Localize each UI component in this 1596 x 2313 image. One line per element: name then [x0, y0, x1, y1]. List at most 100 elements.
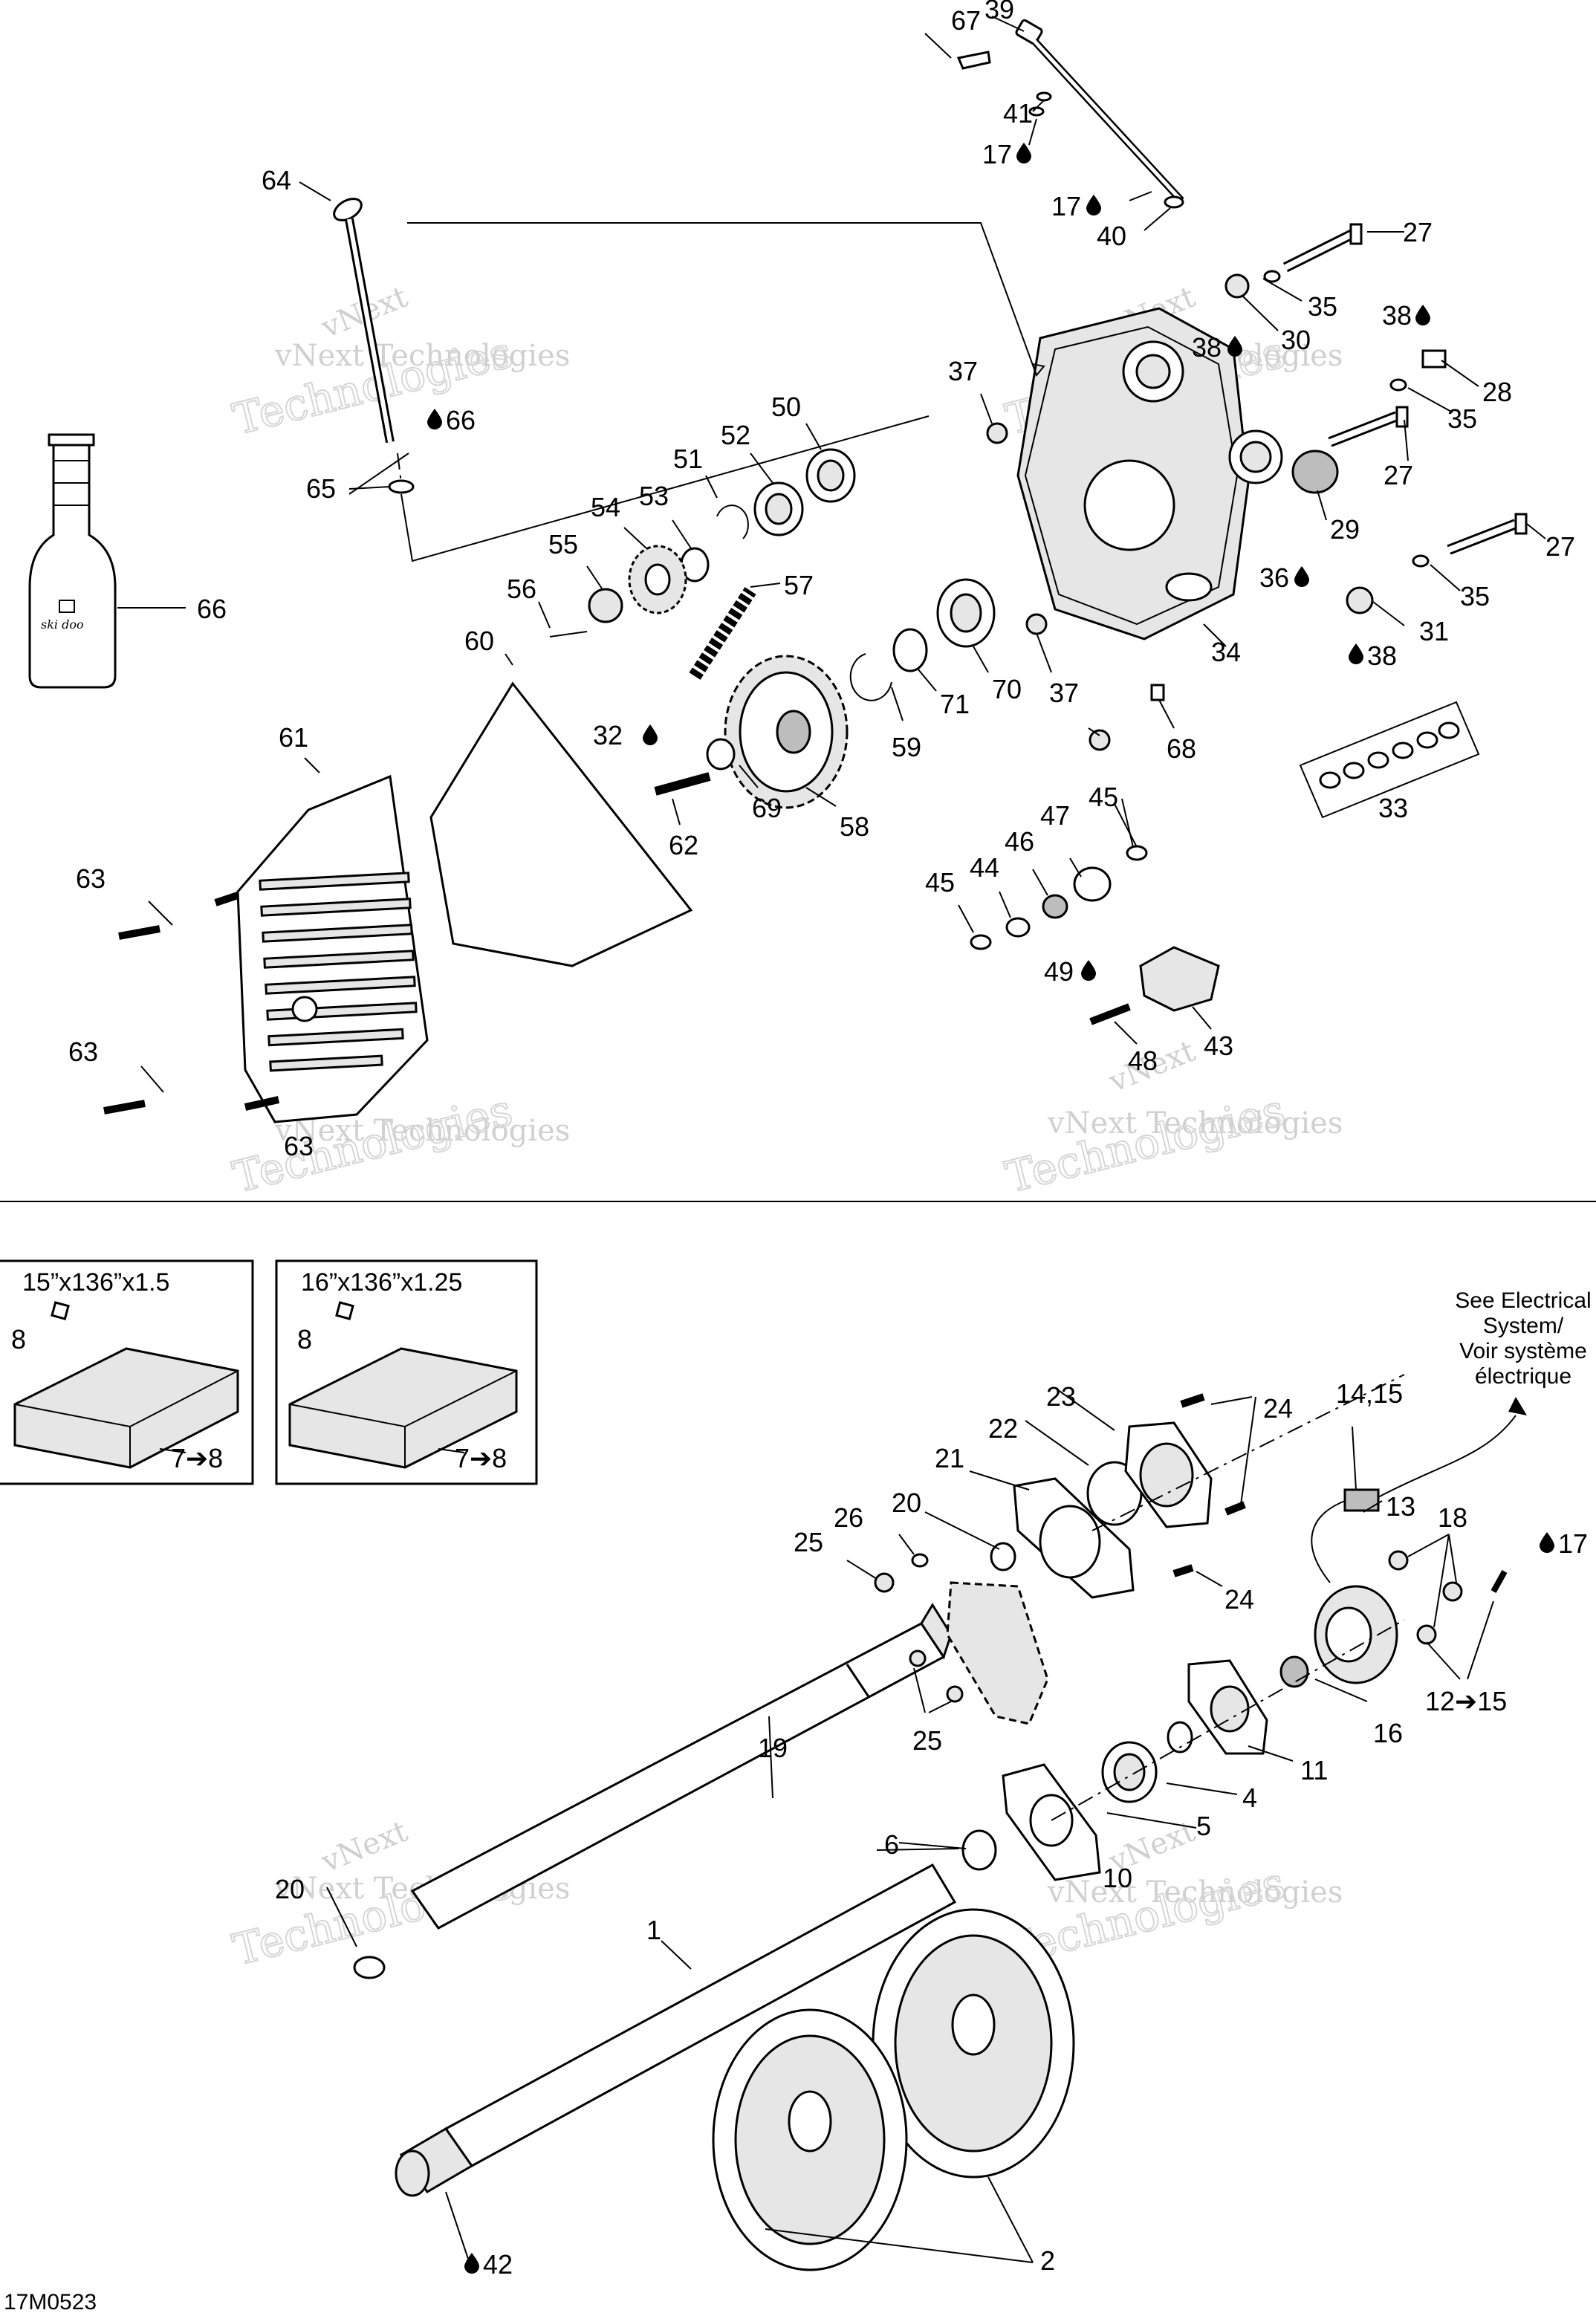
bolt-part	[244, 1096, 280, 1111]
callout-65: 65	[306, 473, 336, 504]
callout-28: 28	[1482, 377, 1512, 407]
callout-11: 11	[1300, 1755, 1328, 1785]
callout-35: 35	[1447, 403, 1477, 434]
nut-part	[588, 588, 623, 623]
callout-57: 57	[784, 570, 814, 600]
callout-17: 17	[982, 139, 1012, 169]
driven-sprocket-part	[724, 655, 849, 809]
bearing-housing-bore	[1039, 1505, 1101, 1579]
callout-24: 24	[1263, 1393, 1293, 1424]
callout-71: 71	[940, 689, 970, 719]
sensor-wire	[1311, 1500, 1346, 1583]
nut-part	[1416, 1624, 1437, 1645]
bearing-plate-bore	[1139, 1442, 1194, 1508]
bolt-part	[1180, 1393, 1205, 1408]
callout-59: 59	[892, 732, 921, 762]
callout-54: 54	[591, 492, 620, 522]
washer-part	[911, 1553, 929, 1568]
callout-22: 22	[988, 1413, 1018, 1444]
watermark-text: vNext Technologies	[1047, 1875, 1343, 1910]
nut-part	[909, 1649, 927, 1667]
callout-49: 49	[1044, 956, 1074, 987]
cotter-pin-part	[549, 631, 588, 638]
callout-34: 34	[1211, 637, 1241, 667]
oil-drop-icon	[1016, 143, 1031, 163]
bolt-part	[1089, 1003, 1131, 1025]
watermark-text: vNext	[317, 1814, 412, 1880]
callout-64: 64	[262, 165, 291, 195]
washer-part	[961, 1829, 997, 1871]
bolt-part	[1328, 406, 1409, 447]
callout-20: 20	[275, 1874, 305, 1904]
roller-part	[1073, 866, 1112, 902]
callout-8: 8	[297, 1324, 312, 1355]
callout-45: 45	[1089, 782, 1118, 812]
leader-lines	[326, 1387, 1494, 2263]
drive-shaft-part	[410, 1603, 953, 1930]
seal-part	[1167, 1721, 1193, 1754]
callout-56: 56	[507, 574, 536, 604]
shims-part	[1299, 701, 1480, 819]
callout-25: 25	[912, 1725, 942, 1756]
oil-drop-icon	[427, 409, 442, 429]
callout-7-8: 7➔8	[171, 1443, 223, 1473]
callout-13: 13	[1386, 1491, 1415, 1522]
bolt-part	[214, 892, 239, 906]
bolt-part	[1282, 223, 1363, 273]
o-ring-part	[990, 1542, 1016, 1571]
washer-part	[1263, 270, 1281, 283]
electrical-note-line: System/	[1483, 1314, 1564, 1338]
nut-part	[986, 422, 1008, 444]
electrical-note-line: See Electrical	[1455, 1288, 1591, 1313]
callout-51: 51	[673, 444, 703, 474]
axle-part	[395, 1863, 957, 2197]
circlip-part	[849, 653, 892, 701]
callout-26: 26	[834, 1502, 863, 1533]
bolt-part	[1447, 513, 1528, 555]
callout-33: 33	[1378, 793, 1408, 823]
callout-31: 31	[1419, 616, 1449, 646]
callout-labels: 67 39 41 17 17 40 64 66 65 66 27 35 38 3…	[4, 0, 1592, 2313]
chain-part	[689, 587, 756, 680]
callout-46: 46	[1005, 826, 1034, 857]
track-box-right: 16”x136”x1.25	[275, 1259, 538, 1485]
nut-part	[1346, 586, 1374, 614]
callout-62: 62	[669, 830, 698, 860]
callout-69: 69	[752, 793, 782, 823]
washer-part	[1164, 195, 1184, 209]
oil-drop-icon	[1349, 643, 1363, 664]
dipstick-part	[333, 198, 395, 444]
oil-drop-icon	[643, 724, 658, 745]
callout-44: 44	[970, 852, 999, 883]
watermark-text: vNext Technologies	[274, 339, 570, 373]
bearing-part	[805, 448, 856, 503]
callout-4: 4	[1242, 1782, 1257, 1813]
callout-43: 43	[1204, 1031, 1233, 1061]
callout-58: 58	[840, 811, 869, 842]
assembly-line	[400, 415, 930, 562]
callout-7-8: 7➔8	[455, 1443, 507, 1473]
assembly-line	[407, 222, 1037, 376]
o-ring-part	[388, 479, 415, 494]
callout-30: 30	[1281, 325, 1311, 355]
callout-27: 27	[1403, 217, 1433, 247]
washer-part	[1389, 378, 1407, 392]
callout-20: 20	[892, 1488, 921, 1518]
circlip-part	[716, 505, 749, 539]
electrical-note-line: Voir système	[1459, 1339, 1587, 1363]
oil-drop-icon	[1540, 1532, 1554, 1553]
callout-47: 47	[1040, 800, 1070, 831]
bolt-part	[1224, 1501, 1246, 1516]
bracket-part	[946, 1581, 1049, 1725]
washer-part	[1036, 91, 1052, 102]
watermark-text: vNext Technologies	[1047, 1106, 1343, 1141]
electrical-note-line: électrique	[1475, 1364, 1571, 1389]
callout-61: 61	[279, 722, 308, 753]
callout-63: 63	[68, 1037, 98, 1067]
sensor-wire	[1378, 1415, 1516, 1498]
callout-1: 1	[646, 1915, 661, 1945]
callout-24: 24	[1224, 1584, 1254, 1615]
callout-52: 52	[721, 420, 750, 450]
oil-drop-icon	[1415, 305, 1430, 325]
callout-63: 63	[284, 1131, 314, 1161]
